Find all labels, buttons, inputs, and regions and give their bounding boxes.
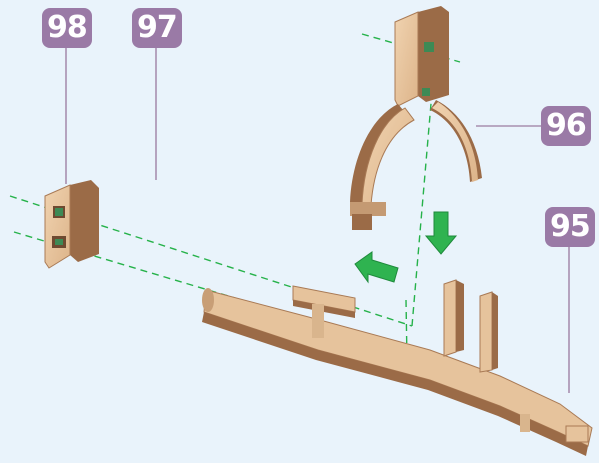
part-95-bar bbox=[202, 280, 592, 456]
part-96-arch bbox=[350, 6, 482, 230]
green-arrow-left-icon bbox=[355, 252, 398, 282]
callout-badge-95: 95 bbox=[545, 207, 595, 247]
callout-badge-96: 96 bbox=[541, 106, 591, 146]
callout-badge-97: 97 bbox=[132, 8, 182, 48]
part-98-block bbox=[45, 180, 99, 268]
green-arrow-down-icon bbox=[426, 212, 456, 254]
callout-badge-98: 98 bbox=[42, 8, 92, 48]
guide-line-vertical bbox=[412, 92, 432, 326]
